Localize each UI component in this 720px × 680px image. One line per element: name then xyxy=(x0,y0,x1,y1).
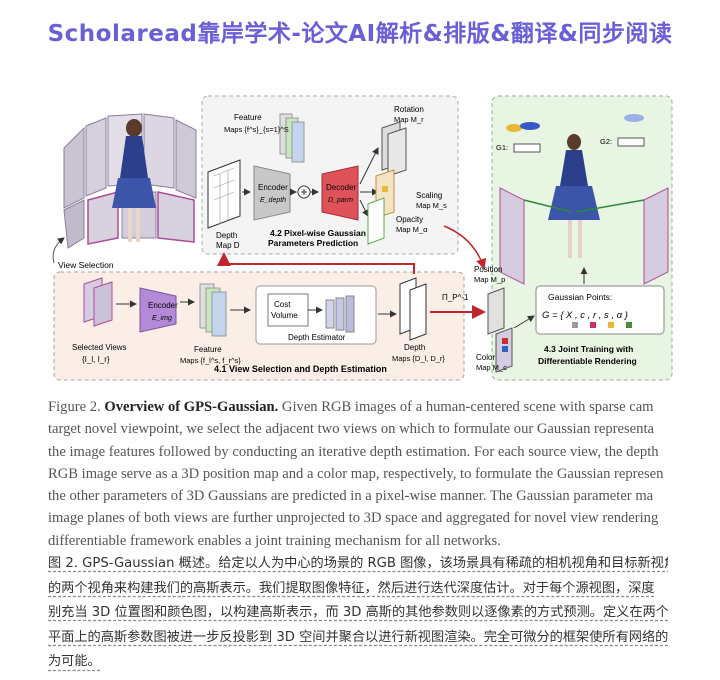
depth-maps-bottom-label: Depth xyxy=(404,343,425,352)
depth-encoder-symbol: E_depth xyxy=(260,197,286,204)
banner-title: Scholaread靠岸学术-论文AI解析&排版&翻译&同步阅读 xyxy=(47,21,673,47)
cost-volume-block xyxy=(267,293,309,327)
selected-views-label: Selected Views xyxy=(72,343,127,352)
image-encoder-symbol: E_img xyxy=(152,315,172,322)
figure-title: Overview of GPS-Gaussian. xyxy=(104,399,279,415)
param-decoder-symbol: D_parm xyxy=(328,197,353,204)
depth-estimator-label: Depth Estimator xyxy=(288,333,346,342)
rendered-human-illustration xyxy=(548,134,600,258)
position-map-block xyxy=(487,287,505,335)
section-43-label: 4.3 Joint Training with xyxy=(544,344,633,354)
caption-en-line: Figure 2. Overview of GPS-Gaussian. Give… xyxy=(48,396,668,418)
feature-maps-top-symbol: Maps {f^s}_{s=1}^S xyxy=(224,125,289,134)
g2-label: G2: xyxy=(600,137,612,146)
depth-map-top-block xyxy=(207,159,241,229)
position-map-label: Position xyxy=(474,265,502,274)
caption-en-line: the other parameters of 3D Gaussians are… xyxy=(48,488,654,505)
selected-views-stack xyxy=(83,277,113,327)
param-decoder-block xyxy=(321,165,359,221)
rotation-map-label: Rotation xyxy=(394,105,424,114)
opacity-map-label: Opacity xyxy=(396,215,423,224)
scaling-map-label: Scaling xyxy=(416,191,442,200)
feature-maps-top-label: Feature xyxy=(234,113,262,122)
cost-volume-label-2: Volume xyxy=(271,311,298,320)
feature-maps-bottom-label: Feature xyxy=(194,345,222,354)
section-42-label: 4.2 Pixel-wise Gaussian xyxy=(270,228,366,238)
caption-zh-line[interactable]: 平面上的高斯参数图被进一步反投影到 3D 空间并聚合以进行新视图渲染。完全可微分… xyxy=(48,629,668,645)
caption-en-text: Given RGB images of a human-centered sce… xyxy=(278,399,654,415)
view-selection-label: View Selection xyxy=(58,260,114,270)
depth-map-top-label: Depth xyxy=(216,231,237,240)
cost-volume-label: Cost xyxy=(274,300,291,309)
g2-gaussian-icon xyxy=(617,114,645,147)
caption-english: Figure 2. Overview of GPS-Gaussian. Give… xyxy=(48,396,668,552)
gaussian-points-label: Gaussian Points: xyxy=(548,292,612,302)
depth-maps-bottom-stack xyxy=(399,277,427,341)
image-encoder-label: Encoder xyxy=(148,301,178,310)
section-42-label-2: Parameters Prediction xyxy=(268,238,358,248)
caption-en-line: RGB image serve as a 3D position map and… xyxy=(48,465,664,482)
color-map-label: Color xyxy=(476,353,495,362)
figure-number: Figure 2. xyxy=(48,399,101,415)
param-decoder-label: Decoder xyxy=(326,183,357,192)
opacity-map-symbol: Map M_α xyxy=(396,225,428,234)
caption-en-line: target novel viewpoint, we select the ad… xyxy=(48,421,654,438)
feature-maps-bottom-stack xyxy=(199,283,227,337)
feature-maps-top-stack xyxy=(279,113,305,163)
g1-gaussian-icon xyxy=(506,122,541,153)
rotation-map-block xyxy=(381,121,407,177)
g1-label: G1: xyxy=(496,143,508,152)
rotation-map-symbol: Map M_r xyxy=(394,115,424,124)
caption-zh-line[interactable]: 为可能。 xyxy=(48,654,101,670)
gaussian-attr-cubes xyxy=(572,322,632,328)
camera-ring-illustration xyxy=(63,113,197,249)
unprojection-symbol: Π_P^-1 xyxy=(442,293,469,302)
caption-chinese-translation[interactable]: 图 2. GPS-Gaussian 概述。给定以人为中心的场景的 RGB 图像，… xyxy=(48,552,668,675)
section-41-label: 4.1 View Selection and Depth Estimation xyxy=(214,364,387,374)
caption-en-line: the image features followed by conductin… xyxy=(48,443,659,460)
caption-zh-line[interactable]: 别充当 3D 位置图和颜色图，以构建高斯表示，而 3D 高斯的其他参数则以逐像素… xyxy=(48,605,668,621)
selected-views-symbol: {I_l, I_r} xyxy=(82,355,110,364)
color-map-symbol: Map M_c xyxy=(476,363,507,372)
image-encoder-block xyxy=(139,287,177,333)
section-43-label-2: Differentiable Rendering xyxy=(538,356,637,366)
opacity-map-block xyxy=(367,197,385,245)
overview-figure: View Selection Selected Views {I_l, I_r}… xyxy=(44,88,676,384)
caption-zh-line[interactable]: 图 2. GPS-Gaussian 概述。给定以人为中心的场景的 RGB 图像，… xyxy=(48,556,668,571)
depth-maps-bottom-symbol: Maps {D_l, D_r} xyxy=(392,354,445,363)
depth-encoder-label: Encoder xyxy=(258,183,288,192)
gaussian-set-formula: G = { X , c , r , s , α } xyxy=(542,310,629,321)
caption-zh-line[interactable]: 的两个视角来构建我们的高斯表示。我们提取图像特征，然后进行迭代深度估计。对于每个… xyxy=(48,580,655,596)
feature-maps-bottom-symbol: Maps {f_l^s, f_r^s} xyxy=(180,356,241,365)
scaling-map-symbol: Map M_s xyxy=(416,201,447,210)
color-map-block xyxy=(495,327,513,373)
depth-encoder-block xyxy=(253,165,291,221)
caption-en-line: differentiable framework enables a joint… xyxy=(48,532,501,549)
caption-en-line: image planes of both views are further u… xyxy=(48,510,659,527)
depth-map-top-symbol: Map D xyxy=(216,241,240,250)
position-map-symbol: Map M_p xyxy=(474,275,505,284)
